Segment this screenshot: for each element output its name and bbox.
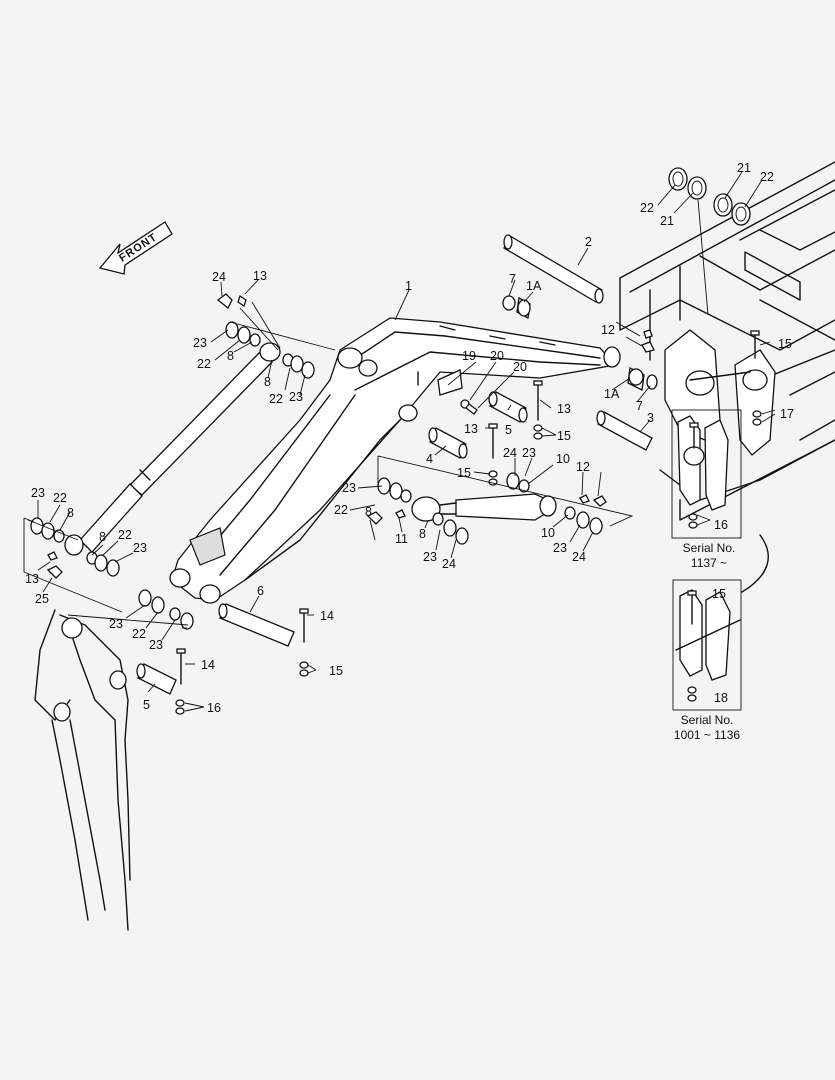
- group-lines: [23, 301, 634, 626]
- callout-23-d: 23: [133, 541, 147, 555]
- callout-23-e: 23: [109, 617, 123, 631]
- boom-mount-bracket: [664, 329, 776, 456]
- pin-5-upper: [488, 391, 528, 423]
- callout-8-e: 8: [365, 505, 372, 519]
- callout-24-top: 24: [212, 270, 226, 284]
- callout-22-e: 22: [132, 627, 146, 641]
- small-fittings: [46, 293, 655, 579]
- callout-8-b: 8: [264, 375, 271, 389]
- callout-21-a: 22: [640, 201, 654, 215]
- callout-22-b: 22: [269, 392, 283, 406]
- callout-22-i: 23: [553, 541, 567, 555]
- callout-16-b: 18: [714, 691, 728, 705]
- callout-1: 1: [405, 279, 412, 293]
- callout-22-d: 22: [118, 528, 132, 542]
- callout-8-c: 8: [67, 506, 74, 520]
- callout-16-a: 17: [780, 407, 794, 421]
- callout-13-c: 14: [320, 609, 334, 623]
- callout-23-f: 23: [149, 638, 163, 652]
- bushing-1a-right: [627, 367, 658, 391]
- pin-2: [503, 234, 604, 304]
- callout-5-lower: 5: [143, 698, 150, 712]
- callout-14-b: 15: [712, 587, 726, 601]
- bolts-nuts: [175, 330, 762, 715]
- callout-22-f: 22: [334, 503, 348, 517]
- pin-6: [218, 603, 295, 647]
- callout-1a-right: 1A: [604, 387, 620, 401]
- callout-15-a: 15: [557, 429, 571, 443]
- callout-3: 3: [647, 411, 654, 425]
- arm-lower-left: [34, 609, 131, 931]
- callout-8-g: 10: [556, 452, 570, 466]
- callout-12-top: 13: [253, 269, 267, 283]
- callout-6: 6: [257, 584, 264, 598]
- callout-4: 4: [426, 452, 433, 466]
- inset-connector-arc: [741, 534, 769, 593]
- upper-frame: [619, 161, 835, 521]
- callout-23-h: 24: [442, 557, 456, 571]
- callout-2: 2: [585, 235, 592, 249]
- leader-lines: [37, 171, 776, 712]
- inset-upper-title: Serial No.: [683, 541, 736, 555]
- callout-23-a: 23: [193, 336, 207, 350]
- pin-5-lower: [136, 663, 177, 695]
- callout-labels: 1 1A 1A 2 3 4 5 5 6 7 7 8 8 8 8 8 8 10 1…: [25, 161, 794, 715]
- boom-1: [169, 317, 621, 604]
- bracket-17: [417, 369, 463, 396]
- callout-13-a: 13: [557, 402, 571, 416]
- inset-lower-range: 1001 ~ 1136: [674, 728, 741, 742]
- inset-upper-range: 1137 ~: [691, 556, 727, 570]
- callout-17: 19: [462, 349, 476, 363]
- pin-4: [428, 427, 468, 459]
- callout-22-c: 22: [53, 491, 67, 505]
- callout-23-c: 23: [31, 486, 45, 500]
- callout-13-b: 13: [464, 422, 478, 436]
- callout-13-d: 14: [201, 658, 215, 672]
- callout-23-i: 24: [503, 446, 517, 460]
- callout-10-a: 11: [395, 532, 408, 546]
- callout-20-a: 21: [737, 161, 751, 175]
- callout-15-e: 16: [714, 518, 728, 532]
- callout-23-g: 23: [342, 481, 356, 495]
- callout-5-upper: 5: [505, 423, 512, 437]
- callout-19: 20: [490, 349, 504, 363]
- callout-12-left: 13: [25, 572, 39, 586]
- callout-1a-top: 1A: [526, 279, 542, 293]
- callout-8-h: 10: [541, 526, 555, 540]
- bushing-1a-top: [502, 295, 531, 320]
- callout-22-g: 23: [423, 550, 437, 564]
- callout-21-b: 22: [760, 170, 774, 184]
- inset-lower: [672, 579, 742, 711]
- callout-8-d: 8: [99, 530, 106, 544]
- callout-15-c: 15: [329, 664, 343, 678]
- callout-20-b: 21: [660, 214, 674, 228]
- washers-20-21: [668, 167, 751, 226]
- callout-7-right: 7: [636, 399, 643, 413]
- inset-lower-title: Serial No.: [681, 713, 734, 727]
- callout-8-f: 8: [419, 527, 426, 541]
- callout-11: 12: [601, 323, 615, 337]
- callout-10-b: 12: [576, 460, 590, 474]
- arm-cylinder-left: [64, 342, 281, 556]
- callout-18: 20: [513, 360, 527, 374]
- washers-middle: [377, 472, 603, 545]
- callout-15-b: 15: [457, 466, 471, 480]
- inset-upper: [671, 409, 742, 539]
- callout-22-h: 23: [522, 446, 536, 460]
- pin-3: [596, 410, 653, 451]
- callout-24-left: 25: [35, 592, 49, 606]
- washers-left: [30, 321, 315, 630]
- callout-22-a: 22: [197, 357, 211, 371]
- callout-14-a: 15: [778, 337, 792, 351]
- callout-7-top: 7: [509, 272, 516, 286]
- callout-8-a: 8: [227, 349, 234, 363]
- callout-23-j: 24: [572, 550, 586, 564]
- callout-23-b: 23: [289, 390, 303, 404]
- callout-15-d: 16: [207, 701, 221, 715]
